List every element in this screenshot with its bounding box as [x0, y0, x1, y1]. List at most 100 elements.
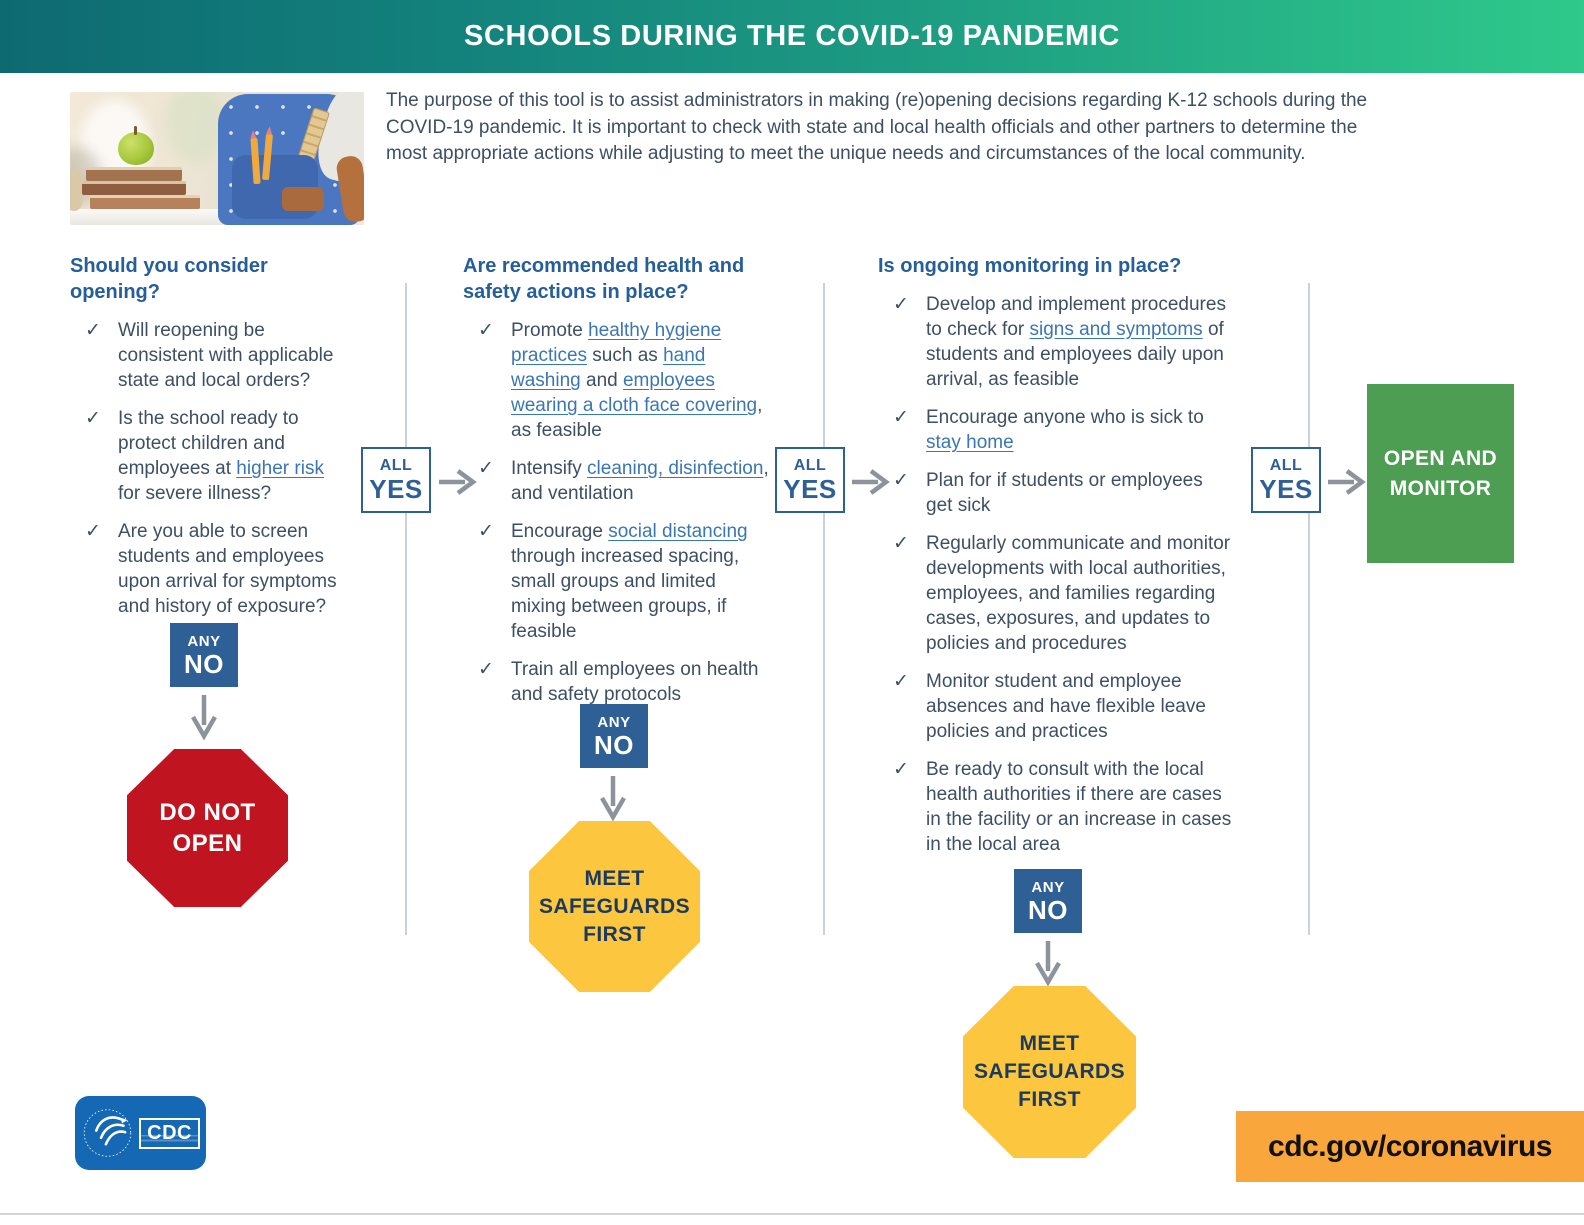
checkmark-icon: ✓ — [85, 408, 101, 429]
open-and-monitor-box: OPEN AND MONITOR — [1367, 384, 1514, 563]
inline-link[interactable]: cleaning, disinfection — [587, 458, 764, 479]
checkmark-icon: ✓ — [478, 659, 494, 680]
any-no-label-bottom: NO — [184, 648, 224, 679]
arrow-right-icon — [852, 469, 890, 495]
checklist-item: ✓ Regularly communicate and monitor devel… — [893, 531, 1234, 656]
checklist: ✓ Develop and implement procedures to che… — [878, 292, 1234, 857]
checklist-item-text: Will reopening be consistent with applic… — [118, 318, 348, 393]
checklist-item-text: Train all employees on health and safety… — [511, 657, 773, 707]
checkmark-icon: ✓ — [893, 533, 909, 554]
any-no-label-top: ANY — [1031, 878, 1065, 896]
any-no-label-bottom: NO — [594, 729, 634, 760]
column-health-safety-actions: Are recommended health and safety action… — [463, 253, 773, 720]
text-segment: through increased spacing, small groups … — [511, 546, 740, 642]
any-no-label-top: ANY — [187, 632, 221, 650]
photo-book — [86, 167, 182, 181]
all-yes-label-top: ALL — [1269, 457, 1303, 474]
meet-safeguards-line: MEET — [584, 866, 645, 890]
any-no-label-bottom: NO — [1028, 894, 1068, 925]
any-no-box: ANY NO — [170, 623, 238, 687]
photo-book — [82, 181, 186, 195]
any-no-label-top: ANY — [597, 713, 631, 731]
all-yes-label-bottom: YES — [783, 474, 837, 504]
inline-link[interactable]: employees wearing a cloth face covering — [511, 370, 758, 416]
all-yes-box: ALL YES — [775, 447, 845, 513]
checklist-item: ✓Be ready to consult with the local heal… — [893, 757, 1234, 857]
checklist-item: ✓ Plan for if students or employees get s… — [893, 468, 1234, 518]
checklist-item-text: Are you able to screen students and empl… — [118, 519, 348, 619]
checkmark-icon: ✓ — [893, 470, 909, 491]
text-segment: Intensify — [511, 458, 588, 479]
checkmark-icon: ✓ — [893, 671, 909, 692]
inline-link[interactable]: healthy hygiene practices — [511, 320, 722, 366]
text-segment: Regularly communicate and monitor develo… — [926, 533, 1231, 654]
photo-paper-roll — [70, 169, 82, 211]
cdc-url-banner[interactable]: cdc.gov/coronavirus — [1236, 1111, 1584, 1182]
meet-safeguards-line: SAFEGUARDS — [973, 1060, 1125, 1083]
column-heading: Should you consider opening? — [70, 255, 268, 303]
checklist-item-text: Monitor student and employee absences an… — [926, 669, 1234, 744]
checklist-item: ✓ Is the school ready to protect children… — [85, 406, 348, 506]
checklist-item: ✓Promote healthy hygiene practices such … — [478, 318, 773, 443]
meet-safeguards-line: MEET — [1019, 1032, 1080, 1055]
all-yes-box: ALL YES — [361, 447, 431, 513]
checklist-item-text: Is the school ready to protect children … — [118, 406, 348, 506]
text-segment: Are you able to screen students and empl… — [118, 521, 337, 617]
meet-safeguards-line: SAFEGUARDS — [538, 894, 690, 918]
checkmark-icon: ✓ — [893, 294, 909, 315]
inline-link[interactable]: social distancing — [608, 521, 748, 542]
checkmark-icon: ✓ — [893, 407, 909, 428]
checkmark-icon: ✓ — [478, 458, 494, 479]
text-segment: Is the school ready to protect children … — [118, 408, 299, 479]
checklist-item-text: Regularly communicate and monitor develo… — [926, 531, 1234, 656]
photo-backpack-strap — [334, 154, 364, 224]
photo-apple — [118, 126, 154, 165]
open-and-monitor-line: OPEN AND — [1383, 446, 1498, 470]
checklist-item-text: Plan for if students or employees get si… — [926, 468, 1234, 518]
meet-safeguards-sign: MEET SAFEGUARDS FIRST — [529, 821, 700, 992]
inline-link[interactable]: stay home — [926, 432, 1014, 453]
checklist-item: ✓Are you able to screen students and emp… — [85, 519, 348, 619]
photo-background-blur — [165, 92, 225, 162]
text-segment: Will reopening be consistent with applic… — [118, 320, 334, 391]
column-consider-opening: Should you consider opening? ✓ Will reope… — [70, 253, 348, 632]
arrow-down-icon — [600, 776, 626, 822]
checkmark-icon: ✓ — [478, 521, 494, 542]
checkmark-icon: ✓ — [478, 320, 494, 341]
inline-link[interactable]: signs and symptoms — [1029, 319, 1203, 340]
any-no-box: ANY NO — [580, 704, 648, 768]
text-segment: of students and employees daily upon arr… — [926, 319, 1224, 390]
column-heading: Are recommended health and safety action… — [463, 255, 745, 303]
column-divider — [405, 283, 407, 935]
checklist: ✓Promote healthy hygiene practices such … — [463, 318, 773, 707]
checklist-item-text: Develop and implement procedures to chec… — [926, 292, 1234, 392]
text-segment: Develop and implement procedures to chec… — [926, 294, 1226, 340]
arrow-right-icon — [1328, 469, 1366, 495]
inline-link[interactable]: hand washing — [511, 345, 706, 391]
text-segment: Be ready to consult with the local healt… — [926, 759, 1232, 855]
column-ongoing-monitoring: Is ongoing monitoring in place? ✓Develop… — [878, 253, 1234, 870]
do-not-open-line: DO NOT — [159, 799, 256, 826]
arrow-right-icon — [439, 469, 477, 495]
photo-book — [90, 195, 200, 209]
all-yes-label-top: ALL — [793, 457, 827, 474]
checklist-item: ✓ Develop and implement procedures to che… — [893, 292, 1234, 392]
checkmark-icon: ✓ — [85, 320, 101, 341]
all-yes-label-top: ALL — [379, 457, 413, 474]
inline-link[interactable]: higher risk — [236, 458, 324, 479]
checklist-item-text: Encourage anyone who is sick to stay hom… — [926, 405, 1234, 455]
checklist-item-text: Be ready to consult with the local healt… — [926, 757, 1234, 857]
meet-safeguards-line: FIRST — [1018, 1088, 1081, 1111]
photo-backpack-patch — [282, 187, 324, 211]
classroom-photo — [70, 92, 364, 225]
do-not-open-stop-sign: DO NOT OPEN — [127, 749, 288, 907]
intro-paragraph: The purpose of this tool is to assist ad… — [386, 90, 1368, 164]
checklist-item: ✓Intensify cleaning, disinfection, and v… — [478, 456, 773, 506]
all-yes-label-bottom: YES — [369, 474, 423, 504]
checklist-item: ✓ Train all employees on health and safet… — [478, 657, 773, 707]
checklist-item: ✓ Monitor student and employee absences a… — [893, 669, 1234, 744]
checklist: ✓ Will reopening be consistent with appli… — [70, 318, 348, 619]
title-banner: SCHOOLS DURING THE COVID-19 PANDEMIC — [0, 0, 1584, 73]
cdc-url-text[interactable]: cdc.gov/coronavirus — [1268, 1129, 1552, 1163]
text-segment: Train all employees on health and safety… — [511, 659, 759, 705]
